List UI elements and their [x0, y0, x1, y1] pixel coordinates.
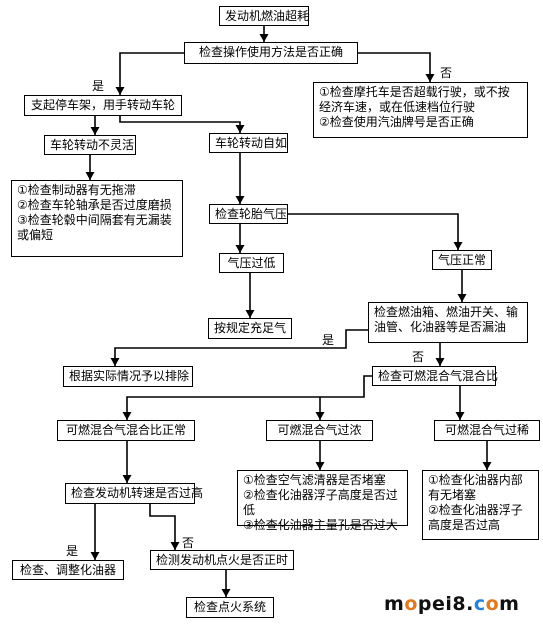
arrowhead: [235, 196, 245, 204]
lean-check-line: 有无堵塞: [428, 488, 477, 502]
arrowhead: [122, 475, 132, 483]
node-rich-checks: ①检查空气滤清器是否堵塞 ②检查化油器浮子高度是否过低 ③检查化油器主量孔是否过…: [237, 470, 408, 532]
lean-check-line: 高度是否过高: [428, 518, 501, 532]
watermark-part: pei8.: [417, 593, 474, 615]
node-pressure-low: 气压过低: [219, 253, 284, 273]
connector-line: [126, 375, 372, 420]
arrowhead: [435, 358, 445, 366]
connector-line: [358, 52, 431, 82]
arrowhead: [315, 412, 325, 420]
connector-line: [119, 116, 241, 133]
node-wheel-checks: ①检查制动器有无拖滞 ②检查车轮轴承是否过度磨损 ③检查轮毂中间隔套有无漏装 或…: [11, 180, 183, 257]
node-mix-rich: 可燃混合气过浓: [266, 420, 373, 441]
connector-line: [149, 504, 176, 550]
lean-check-line: ②检查化油器浮子: [428, 503, 523, 517]
arrowhead: [122, 412, 132, 420]
fuel-leak-line: 油管、化油器等是否漏油: [374, 320, 507, 334]
node-fuel-leak: 检查燃油箱、燃油开关、输 油管、化油器等是否漏油: [368, 302, 528, 343]
label-yes: 是: [322, 333, 335, 347]
arrowhead: [235, 125, 245, 133]
method-issue-line: ②检查使用汽油牌号是否正确: [319, 115, 474, 129]
connector-line: [114, 329, 368, 366]
node-pressure-ok: 气压正常: [432, 250, 492, 270]
arrowhead: [259, 34, 269, 42]
arrowhead: [221, 589, 231, 597]
node-method-issues: ①检查摩托车是否超载行驶，或不按 经济车速，或在低速档位行驶 ②检查使用汽油牌号…: [313, 82, 528, 138]
node-lift-rotate: 支起停车架，用手转动车轮: [24, 95, 182, 116]
label-no: 否: [440, 66, 453, 80]
wheel-check-line: ①检查制动器有无拖滞: [17, 183, 136, 197]
connector-line: [270, 213, 459, 250]
arrowhead: [235, 245, 245, 253]
watermark: mopei8.com: [384, 593, 519, 615]
rich-check-line: ②检查化油器浮子高度是否过低: [243, 488, 398, 517]
node-check-method: 检查操作使用方法是否正确: [184, 42, 358, 64]
arrowhead: [455, 412, 465, 420]
label-no: 否: [412, 350, 425, 364]
arrowhead: [453, 242, 463, 250]
wheel-check-line: 或偏短: [17, 228, 54, 242]
arrowhead: [85, 172, 95, 180]
label-yes: 是: [66, 544, 79, 558]
method-issue-line: 经济车速，或在低速档位行驶: [319, 100, 476, 114]
node-wheel-free: 车轮转动自如: [209, 133, 288, 153]
watermark-part: m: [499, 593, 520, 615]
node-wheel-stiff: 车轮转动不灵活: [44, 135, 136, 155]
fuel-leak-line: 检查燃油箱、燃油开关、输: [374, 305, 519, 319]
node-adjust-carb: 检查、调整化油器: [12, 560, 124, 580]
node-ignition-system: 检查点火系统: [186, 597, 274, 618]
node-check-mixture: 检查可燃混合气混合比: [372, 366, 498, 386]
method-issue-line: ①检查摩托车是否超载行驶，或不按: [319, 85, 510, 99]
label-yes: 是: [92, 79, 105, 93]
node-ignition-timing: 检测发动机点火是否正时: [150, 550, 294, 570]
watermark-part: o: [485, 593, 500, 615]
arrowhead: [170, 542, 180, 550]
node-mix-lean: 可燃混合气过稀: [434, 420, 540, 441]
label-no: 否: [182, 536, 195, 550]
rich-check-line: ③检查化油器主量孔是否过大: [243, 518, 398, 532]
arrowhead: [457, 294, 467, 302]
wheel-check-line: ②检查车轮轴承是否过度磨损: [17, 198, 172, 212]
node-tire-pressure: 检查轮胎气压: [209, 204, 288, 224]
arrowhead: [115, 87, 125, 95]
node-mix-normal: 可燃混合气混合比正常: [57, 420, 195, 441]
lean-check-line: ①检查化油器内部: [428, 473, 523, 487]
arrowhead: [245, 310, 255, 318]
node-lean-checks: ①检查化油器内部 有无堵塞 ②检查化油器浮子 高度是否过高: [422, 470, 539, 540]
arrowhead: [90, 127, 100, 135]
arrowhead: [110, 358, 120, 366]
arrowhead: [425, 74, 435, 82]
node-start: 发动机燃油超耗: [219, 6, 309, 26]
arrowhead: [90, 552, 100, 560]
watermark-part: c: [473, 593, 486, 615]
connector-line: [119, 52, 184, 95]
node-remove-fault: 根据实际情况予以排除: [63, 366, 193, 387]
node-engine-speed: 检查发动机转速是否过高: [65, 483, 203, 504]
arrowhead: [482, 462, 492, 470]
arrowhead: [315, 462, 325, 470]
wheel-check-line: ③检查轮毂中间隔套有无漏装: [17, 213, 172, 227]
rich-check-line: ①检查空气滤清器是否堵塞: [243, 473, 386, 487]
node-inflate: 按规定充足气: [208, 318, 292, 339]
watermark-part: o: [404, 593, 418, 615]
watermark-part: m: [384, 593, 405, 615]
